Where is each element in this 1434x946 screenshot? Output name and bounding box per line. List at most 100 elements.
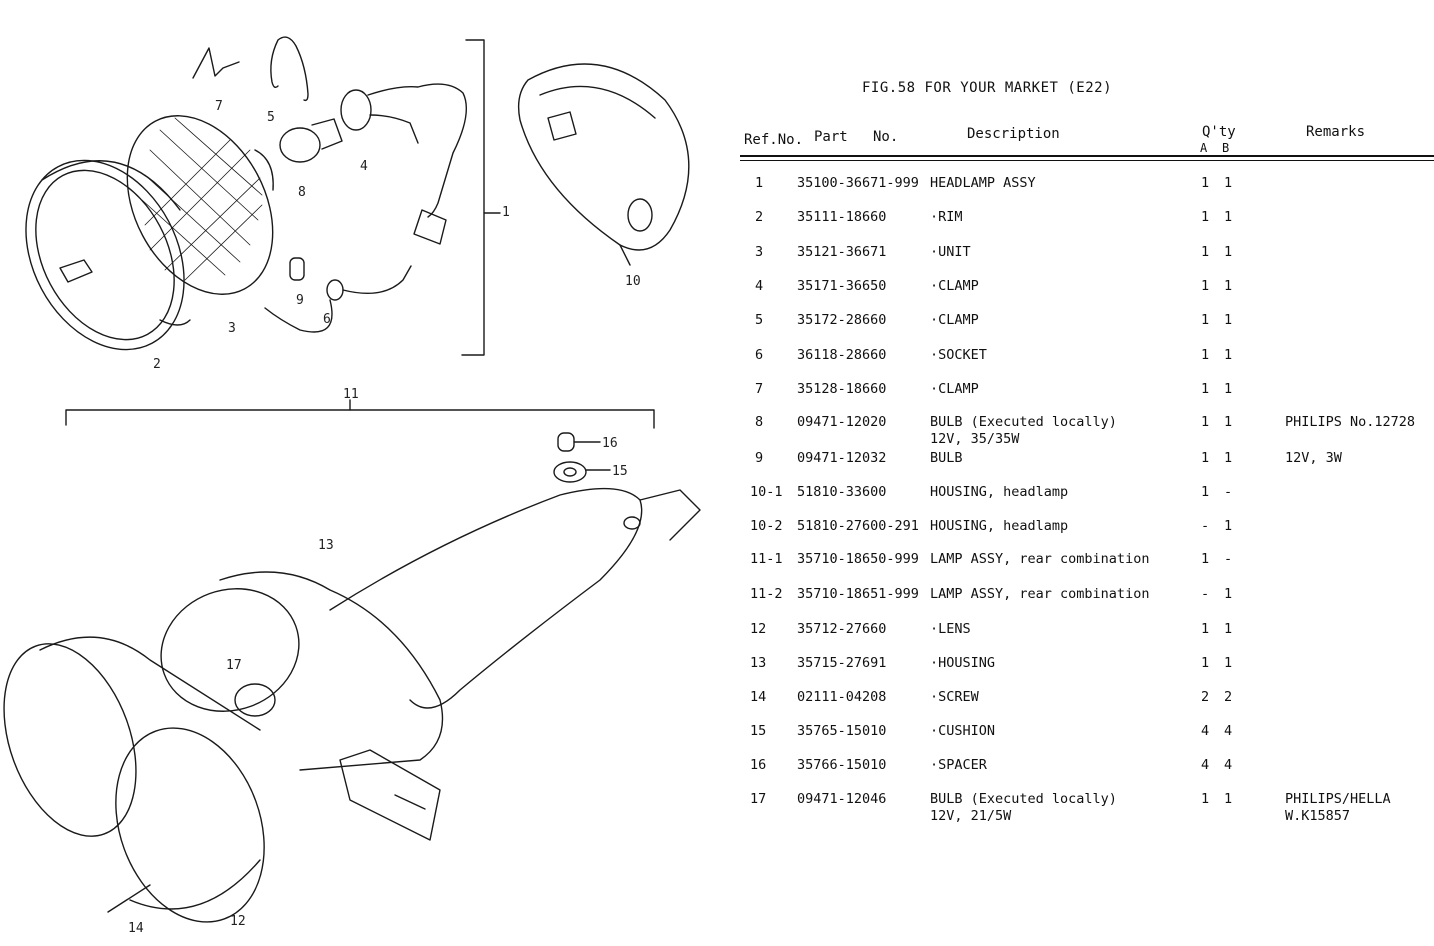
table-cell-qty-b: 1 [1224,175,1233,191]
bulb-8-drawing [279,118,343,163]
table-cell-description: ·LENS [930,621,971,637]
callout-1: 1 [502,205,510,220]
table-cell-ref: 10-1 [750,484,783,500]
table-cell-qty-a: 1 [1201,347,1210,363]
table-cell-description: LAMP ASSY, rear combination [930,586,1150,602]
table-cell-qty-a: 1 [1201,278,1210,294]
table-cell-ref: 17 [750,791,767,807]
table-cell-part: 35766-15010 [797,757,887,773]
table-cell-ref: 13 [750,655,767,671]
headlamp-housing-drawing [517,63,690,266]
table-cell-ref: 14 [750,689,767,705]
rear-lamp-assembly-drawing [3,487,701,923]
table-cell-qty-b: 4 [1224,723,1233,739]
table-cell-part: 09471-12046 [797,791,887,807]
table-cell-ref: 7 [755,381,764,397]
table-cell-qty-a: 1 [1201,209,1210,225]
table-cell-qty-a: 4 [1201,723,1210,739]
table-cell-qty-b: 1 [1224,209,1233,225]
table-cell-qty-b: 1 [1224,621,1233,637]
header-rule-thick [740,155,1434,157]
callout-6: 6 [323,312,331,327]
table-cell-part: 35100-36671-999 [797,175,919,191]
table-cell-qty-a: - [1201,518,1210,534]
header-qty-b: B [1222,141,1230,155]
table-cell-qty-a: 1 [1201,312,1210,328]
table-cell-description: ·SCREW [930,689,979,705]
table-cell-ref: 16 [750,757,767,773]
callout-16: 16 [602,436,618,451]
table-cell-qty-b: - [1224,551,1233,567]
table-cell-description: ·CLAMP [930,278,979,294]
callout-2: 2 [153,357,161,372]
header-qty: Q'ty [1202,124,1236,140]
header-description: Description [967,126,1060,142]
table-cell-description: ·UNIT [930,244,971,260]
table-cell-part: 35171-36650 [797,278,887,294]
table-cell-description: BULB [930,450,963,466]
table-cell-ref: 11-2 [750,586,783,602]
table-cell-part: 35712-27660 [797,621,887,637]
table-cell-qty-b: 1 [1224,381,1233,397]
table-cell-qty-a: 1 [1201,621,1210,637]
table-cell-qty-b: 1 [1224,518,1233,534]
table-cell-ref: 1 [755,175,764,191]
table-cell-part: 35172-28660 [797,312,887,328]
header-part: Part [814,129,848,145]
header-no: No. [873,129,899,145]
table-cell-qty-b: 1 [1224,450,1233,466]
table-cell-description: LAMP ASSY, rear combination [930,551,1150,567]
table-cell-part: 35121-36671 [797,244,887,260]
table-cell-qty-a: - [1201,586,1210,602]
table-cell-qty-b: 2 [1224,689,1233,705]
callout-17: 17 [226,658,242,673]
callout-10: 10 [625,274,641,289]
table-cell-part: 02111-04208 [797,689,887,705]
header-remarks: Remarks [1306,124,1366,140]
table-cell-part: 51810-27600-291 [797,518,919,534]
table-cell-qty-a: 1 [1201,791,1210,807]
callout-9: 9 [296,293,304,308]
table-cell-ref: 9 [755,450,764,466]
table-cell-qty-a: 1 [1201,484,1210,500]
bulb-9-socket-6-drawing [264,257,412,333]
table-cell-remarks: 12V, 3W [1285,450,1342,466]
table-cell-remarks: PHILIPS/HELLA W.K15857 [1285,791,1391,824]
table-cell-part: 35765-15010 [797,723,887,739]
table-cell-description: ·CLAMP [930,312,979,328]
callout-15: 15 [612,464,628,479]
table-cell-qty-a: 1 [1201,551,1210,567]
headlamp-rim-drawing [25,159,191,351]
table-cell-ref: 10-2 [750,518,783,534]
table-cell-part: 35715-27691 [797,655,887,671]
table-cell-description: HEADLAMP ASSY [930,175,1036,191]
table-cell-description: HOUSING, headlamp [930,518,1069,534]
table-cell-qty-b: 1 [1224,347,1233,363]
table-cell-qty-b: - [1224,484,1233,500]
table-cell-part: 09471-12032 [797,450,887,466]
clamp-7-drawing [192,47,240,79]
table-cell-part: 09471-12020 [797,414,887,430]
table-cell-description: ·RIM [930,209,963,225]
table-cell-ref: 5 [755,312,764,328]
table-cell-qty-b: 1 [1224,586,1233,602]
table-cell-qty-a: 1 [1201,175,1210,191]
table-cell-qty-b: 1 [1224,278,1233,294]
table-cell-description: BULB (Executed locally) 12V, 35/35W [930,414,1117,447]
table-cell-part: 35710-18650-999 [797,551,919,567]
table-cell-qty-b: 1 [1224,655,1233,671]
table-cell-qty-b: 1 [1224,244,1233,260]
header-rule-thin [740,160,1434,161]
table-cell-ref: 12 [750,621,767,637]
table-cell-ref: 4 [755,278,764,294]
table-cell-description: ·CLAMP [930,381,979,397]
table-cell-qty-b: 1 [1224,414,1233,430]
header-ref-no: Ref.No. [744,132,804,148]
callout-8: 8 [298,185,306,200]
assy-11-bracket [65,409,655,429]
headlamp-unit-drawing [126,115,274,295]
table-cell-description: HOUSING, headlamp [930,484,1069,500]
table-cell-ref: 3 [755,244,764,260]
table-cell-part: 35111-18660 [797,209,887,225]
table-cell-description: ·SPACER [930,757,987,773]
